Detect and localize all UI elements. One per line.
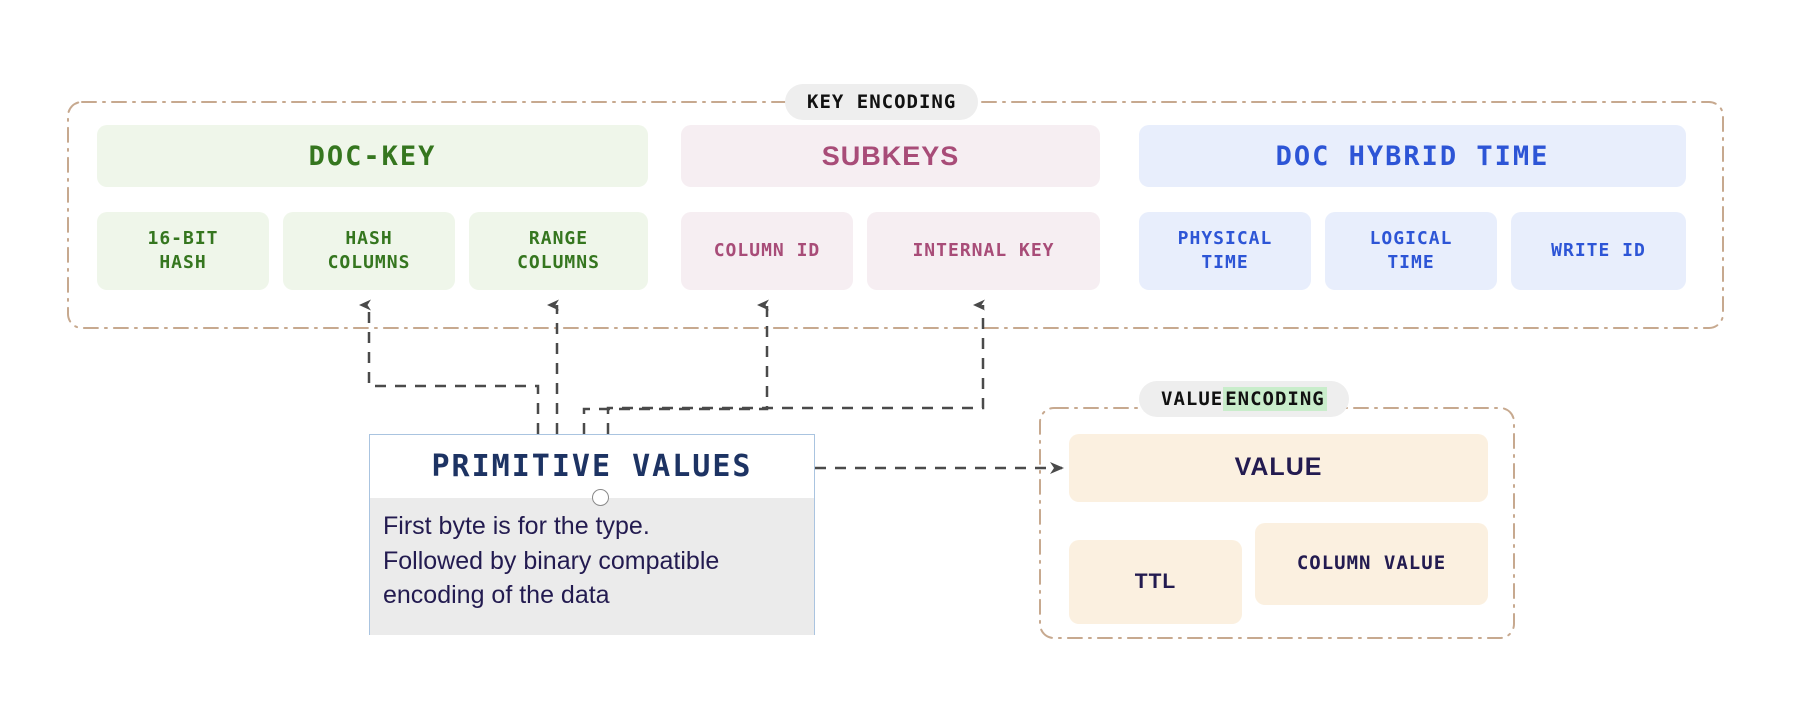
value-encoding-panel [1039, 407, 1515, 639]
box-column-value[interactable]: COLUMN VALUE [1255, 523, 1488, 605]
box-write-id-label: WRITE ID [1551, 239, 1646, 261]
group-header-subkeys-label: SUBKEYS [821, 140, 960, 171]
box-16-bit-hash[interactable]: 16-BIT HASH [97, 212, 269, 290]
key-encoding-badge-label: KEY ENCODING [807, 91, 957, 113]
box-logical-time[interactable]: LOGICAL TIME [1325, 212, 1497, 290]
box-column-id-label: COLUMN ID [713, 239, 821, 261]
box-hash-columns[interactable]: HASH COLUMNS [283, 212, 455, 290]
box-column-value-label: COLUMN VALUE [1296, 552, 1447, 575]
primitive-values-title: PRIMITIVE VALUES [370, 435, 814, 498]
primitive-values-body: First byte is for the type. Followed by … [370, 498, 814, 635]
group-header-doc-key[interactable]: DOC-KEY [97, 125, 648, 187]
box-hash-columns-label: HASH COLUMNS [327, 227, 411, 273]
value-encoding-badge: VALUE ENCODING [1139, 381, 1349, 417]
group-header-subkeys[interactable]: SUBKEYS [681, 125, 1100, 187]
box-16-bit-hash-label: 16-BIT HASH [147, 227, 219, 273]
box-physical-time[interactable]: PHYSICAL TIME [1139, 212, 1311, 290]
group-header-doc-key-label: DOC-KEY [308, 140, 437, 172]
primitive-values-resize-handle[interactable] [592, 489, 609, 506]
key-encoding-panel [67, 101, 1724, 329]
box-internal-key-label: INTERNAL KEY [912, 239, 1055, 261]
group-header-doc-hybrid-time-label: DOC HYBRID TIME [1275, 140, 1550, 172]
box-write-id[interactable]: WRITE ID [1511, 212, 1686, 290]
box-internal-key[interactable]: INTERNAL KEY [867, 212, 1100, 290]
box-value-label: VALUE [1234, 453, 1323, 482]
value-encoding-badge-highlight: ENCODING [1223, 387, 1327, 411]
box-physical-time-label: PHYSICAL TIME [1177, 227, 1273, 273]
box-column-id[interactable]: COLUMN ID [681, 212, 853, 290]
value-encoding-badge-prefix: VALUE [1161, 388, 1224, 410]
group-header-doc-hybrid-time[interactable]: DOC HYBRID TIME [1139, 125, 1686, 187]
box-range-columns[interactable]: RANGE COLUMNS [469, 212, 648, 290]
box-value[interactable]: VALUE [1069, 434, 1488, 502]
box-ttl[interactable]: TTL [1069, 540, 1242, 624]
primitive-values-node[interactable]: PRIMITIVE VALUES First byte is for the t… [369, 434, 815, 635]
box-ttl-label: TTL [1134, 569, 1177, 593]
box-logical-time-label: LOGICAL TIME [1369, 227, 1453, 273]
key-encoding-badge: KEY ENCODING [785, 84, 979, 120]
box-range-columns-label: RANGE COLUMNS [517, 227, 600, 273]
